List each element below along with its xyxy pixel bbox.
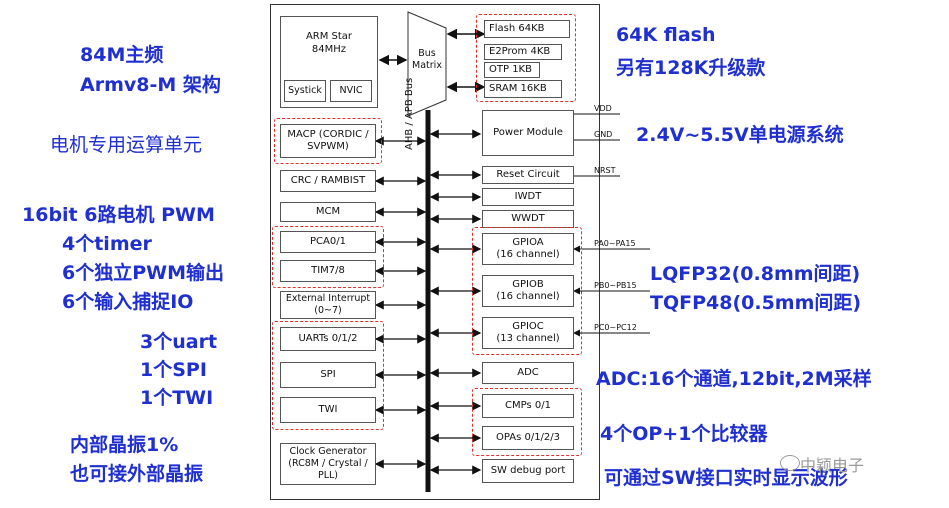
annotation-lqfp: LQFP32(0.8mm间距)	[650, 263, 861, 285]
annotation-spi: 1个SPI	[140, 359, 207, 381]
annotation-op: 4个OP+1个比较器	[600, 423, 768, 445]
gnd-signal: GND	[594, 130, 613, 139]
nrst-signal: NRST	[594, 166, 616, 175]
mcm-block: MCM	[280, 202, 376, 222]
annotation-adc: ADC:16个通道,12bit,2M采样	[596, 368, 872, 390]
annotation-timer: 4个timer	[62, 233, 152, 255]
analog-dashed-group	[472, 388, 582, 456]
annotation-sw: 可通过SW接口实时显示波形	[604, 467, 848, 489]
sw-debug-port-block: SW debug port	[482, 459, 574, 483]
comm-dashed-group	[272, 321, 384, 430]
cpu-frequency: 84MHz	[311, 43, 347, 55]
gpioa-block: GPIOA (16 channel)	[482, 233, 574, 265]
annotation-ext-osc: 也可接外部晶振	[70, 463, 204, 485]
tim-block: TIM7/8	[280, 260, 376, 282]
pb-signal: PB0~PB15	[594, 281, 637, 290]
otp-block: OTP 1KB	[484, 62, 540, 78]
annotation-flash-upgrade: 另有128K升级款	[616, 57, 766, 79]
cmps-block: CMPs 0/1	[482, 394, 574, 418]
annotation-osc: 内部晶振1%	[70, 434, 179, 456]
spi-block: SPI	[280, 362, 376, 388]
annotation-capture: 6个输入捕捉IO	[62, 291, 194, 313]
power-module-block: Power Module	[482, 110, 574, 156]
e2prom-block: E2Prom 4KB	[484, 44, 562, 60]
gpiob-block: GPIOB (16 channel)	[482, 275, 574, 307]
flash-block: Flash 64KB	[484, 20, 570, 38]
bus-label: AHB / APB Bus	[404, 77, 415, 150]
systick-block: Systick	[284, 80, 326, 102]
sram-block: SRAM 16KB	[484, 80, 562, 98]
gpioc-block: GPIOC (13 channel)	[482, 317, 574, 349]
annotation-flash: 64K flash	[616, 24, 716, 46]
wechat-icon	[780, 455, 800, 471]
annotation-arch: Armv8-M 架构	[80, 74, 221, 96]
pc-signal: PC0~PC12	[594, 323, 637, 332]
annotation-twi: 1个TWI	[140, 387, 214, 409]
uart-block: UARTs 0/1/2	[280, 327, 376, 351]
pa-signal: PA0~PA15	[594, 239, 636, 248]
external-interrupt-block: External Interrupt (0~7)	[280, 291, 376, 319]
annotation-motor-unit: 电机专用运算单元	[50, 134, 203, 156]
wwdt-block: WWDT	[482, 210, 574, 228]
bus-matrix-label: Bus Matrix	[412, 48, 442, 71]
timer-dashed-group	[272, 226, 384, 288]
pca-block: PCA0/1	[280, 231, 376, 253]
opas-block: OPAs 0/1/2/3	[482, 426, 574, 450]
macp-block: MACP (CORDIC / SVPWM)	[280, 124, 376, 158]
crc-rambist-block: CRC / RAMBIST	[280, 170, 376, 192]
annotation-freq: 84M主频	[80, 44, 164, 66]
nvic-block: NVIC	[330, 80, 372, 102]
adc-block: ADC	[482, 362, 574, 384]
bus-matrix-shape	[407, 11, 447, 117]
clock-generator-block: Clock Generator (RC8M / Crystal / PLL)	[280, 443, 376, 485]
cpu-name: ARM Star	[305, 31, 353, 42]
annotation-pwm-out: 6个独立PWM输出	[62, 262, 225, 284]
watermark: 中颖电子	[800, 456, 865, 475]
twi-block: TWI	[280, 397, 376, 423]
annotation-power: 2.4V~5.5V单电源系统	[636, 124, 844, 146]
iwdt-block: IWDT	[482, 188, 574, 206]
macp-dashed-group	[274, 118, 382, 164]
reset-circuit-block: Reset Circuit	[482, 166, 574, 184]
annotation-uart: 3个uart	[140, 331, 218, 353]
gpio-dashed-group	[472, 227, 582, 355]
vdd-signal: VDD	[594, 104, 612, 113]
annotation-pwm: 16bit 6路电机 PWM	[22, 204, 215, 226]
memory-dashed-group	[476, 14, 576, 102]
annotation-tqfp: TQFP48(0.5mm间距)	[650, 292, 862, 314]
